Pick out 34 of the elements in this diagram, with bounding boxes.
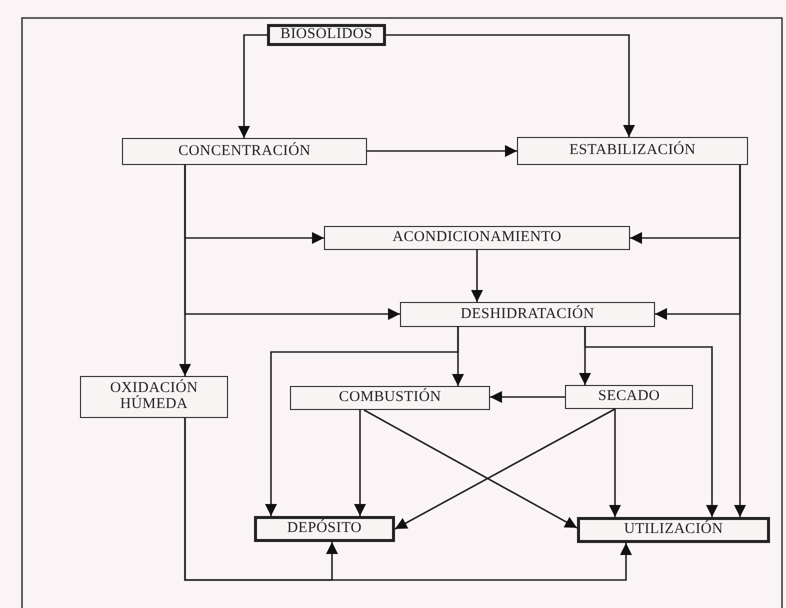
process-box — [254, 516, 395, 542]
arrow — [179, 165, 191, 376]
box-label: CONCENTRACIÓN — [178, 144, 311, 160]
process-box — [122, 138, 367, 165]
arrow — [394, 408, 616, 530]
arrow — [609, 409, 621, 517]
arrow — [184, 418, 632, 581]
arrow — [354, 410, 366, 516]
process-box — [577, 517, 770, 543]
arrow — [386, 34, 635, 137]
arrow — [471, 250, 483, 302]
box-label: DESHIDRATACIÓN — [460, 306, 594, 322]
arrow — [734, 165, 746, 517]
arrow — [238, 34, 267, 138]
process-box — [290, 386, 490, 410]
process-box — [565, 385, 693, 409]
box-label: SECADO — [598, 389, 660, 405]
process-box — [267, 24, 386, 46]
arrow — [584, 327, 718, 517]
arrow — [490, 391, 565, 403]
box-label: OXIDACIÓN HÚMEDA — [109, 381, 199, 413]
arrow — [367, 145, 517, 157]
process-box — [80, 376, 228, 418]
process-box — [517, 137, 748, 165]
process-box — [324, 226, 630, 250]
arrow — [364, 409, 578, 529]
box-label: ACONDICIONAMIENTO — [392, 230, 562, 246]
box-label: DEPÓSITO — [287, 521, 362, 537]
box-label: UTILIZACIÓN — [624, 522, 724, 538]
process-box — [400, 302, 655, 327]
box-label: BIOSÓLIDOS — [280, 27, 373, 43]
box-label: COMBUSTIÓN — [338, 390, 442, 406]
arrow — [265, 327, 459, 516]
box-label: ESTABILIZACIÓN — [569, 143, 696, 159]
